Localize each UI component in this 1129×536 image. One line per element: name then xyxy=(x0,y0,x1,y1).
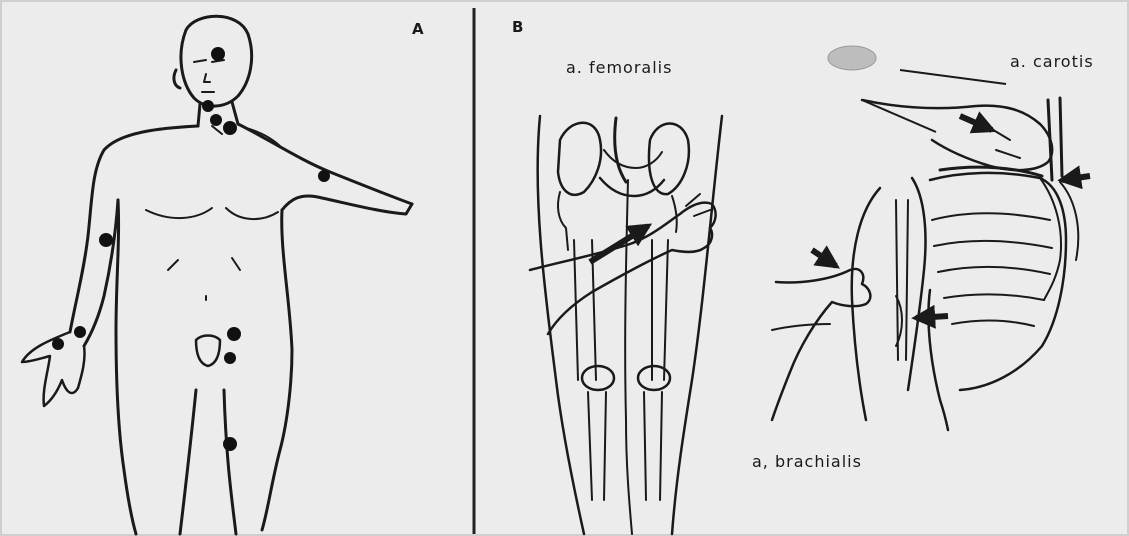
femoral-arrow xyxy=(590,226,648,262)
femoral-illustration xyxy=(530,116,722,534)
carotis-arrow xyxy=(960,116,992,130)
brachial-arrow-upper xyxy=(812,250,836,266)
ribs xyxy=(932,213,1052,326)
pulse-dot-radial xyxy=(74,326,86,338)
abdomen-marks xyxy=(168,258,240,300)
carotid-hand-fingers xyxy=(990,128,1020,158)
label-carotis: a. carotis xyxy=(1010,52,1094,71)
ear-outline xyxy=(174,70,180,88)
pulse-dot-brachial-right xyxy=(318,170,330,182)
brachial-arrow-lower xyxy=(916,316,948,318)
neck-column xyxy=(1048,98,1062,180)
panel-a-letter: A xyxy=(412,20,424,38)
knee-right xyxy=(638,366,670,390)
label-femoralis: a. femoralis xyxy=(566,58,672,77)
right-torso-leg xyxy=(262,210,292,530)
right-arm-lower xyxy=(282,196,322,210)
scapula-edge xyxy=(1060,182,1078,260)
left-torso-leg xyxy=(116,200,136,534)
face-features xyxy=(194,60,224,92)
pulse-dot-femoral-lower xyxy=(224,352,236,364)
femurs xyxy=(574,240,668,380)
pulse-dot-temporal xyxy=(211,47,225,61)
brachial-hand-arm xyxy=(772,324,830,330)
femoral-artery xyxy=(615,118,626,182)
femur-head-left xyxy=(558,192,568,250)
panel-b-letter: B xyxy=(512,18,523,36)
shoulder-lines xyxy=(212,126,282,148)
pulse-dot-brachial-left xyxy=(99,233,113,247)
pulse-dot-ulnar xyxy=(52,338,64,350)
ribcage-outline xyxy=(930,173,1066,390)
humerus xyxy=(896,200,908,360)
pulse-dot-facial xyxy=(202,100,214,112)
pulse-dot-femoral-upper xyxy=(227,327,241,341)
pressing-hand xyxy=(530,203,716,334)
carotis-pointer xyxy=(900,70,1006,84)
pelvis-left xyxy=(558,123,601,195)
torso-side xyxy=(928,290,948,430)
femur-head-right xyxy=(672,196,677,232)
pulse-dot-carotid xyxy=(210,114,222,126)
chest-lines xyxy=(146,208,278,219)
pulse-dot-popliteal xyxy=(223,437,237,451)
pelvis-right xyxy=(649,124,689,195)
label-brachialis: a, brachialis xyxy=(752,452,862,471)
pulse-points xyxy=(52,47,330,451)
body-outline xyxy=(22,16,412,534)
carotis-blob xyxy=(828,46,876,70)
groin-outline xyxy=(196,336,220,367)
pulse-dot-subclavian xyxy=(223,121,237,135)
leg-outer-right xyxy=(672,116,722,534)
knee-left xyxy=(582,366,614,390)
chest-arm-illustration xyxy=(772,98,1078,430)
arm-inner xyxy=(908,178,926,390)
pelvis-inner xyxy=(604,150,662,168)
neck-arrow xyxy=(1062,176,1090,180)
left-arm-outer xyxy=(70,126,198,332)
carotid-hand xyxy=(862,100,1052,170)
inner-legs xyxy=(180,390,236,534)
